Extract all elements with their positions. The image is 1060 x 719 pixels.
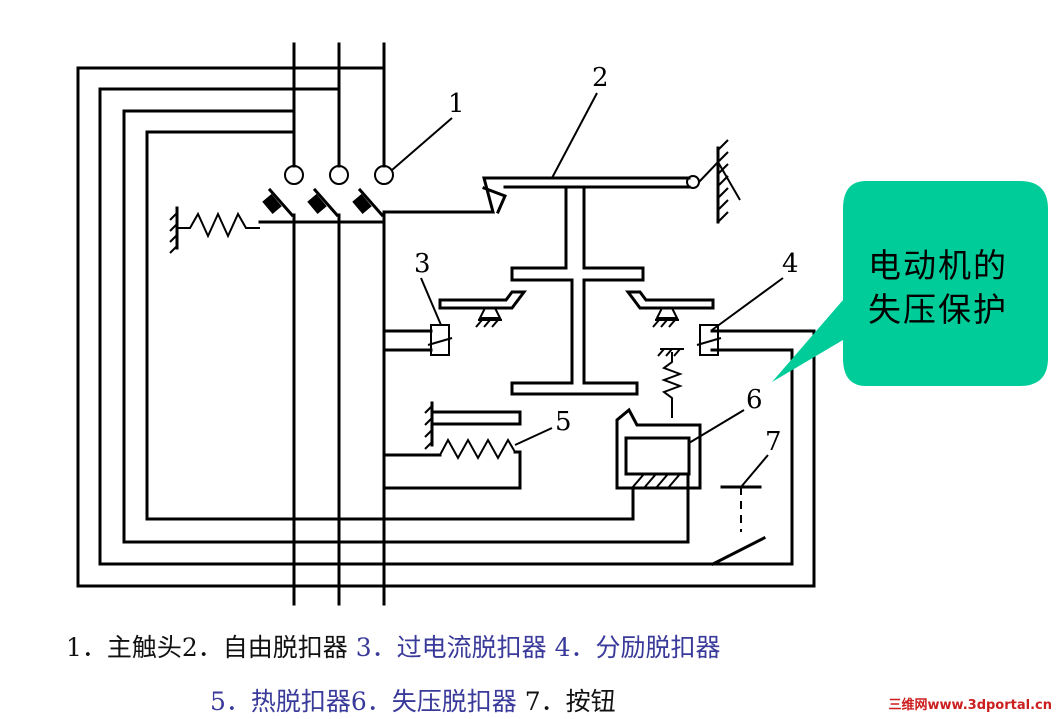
overcurrent-trip-coil xyxy=(382,324,453,457)
thermal-trip xyxy=(382,401,522,490)
label-4: 4 xyxy=(782,249,799,279)
label-2: 2 xyxy=(592,63,609,93)
watermark: 三维网www.3dportal.cn xyxy=(888,698,1052,713)
outer-wiring-loops xyxy=(76,66,816,588)
label-7: 7 xyxy=(765,427,782,457)
label-5: 5 xyxy=(555,407,572,437)
caption-line-2: 5．热脱扣器6．失压脱扣器 7．按钮 xyxy=(210,682,616,718)
label-1: 1 xyxy=(448,89,465,119)
caption-line-1: 1．主触头2．自由脱扣器 3．过电流脱扣器 4．分励脱扣器 xyxy=(66,628,721,664)
free-trip-mechanism xyxy=(473,139,741,396)
callout-bubble xyxy=(772,181,1048,386)
main-contacts xyxy=(262,158,394,218)
main-spring xyxy=(169,206,477,254)
right-latch xyxy=(625,290,715,328)
leader-lines xyxy=(391,92,784,488)
caption-1-black: 1．主触头2．自由脱扣器 xyxy=(66,633,348,662)
caption-1-blue: 3．过电流脱扣器 4．分励脱扣器 xyxy=(347,633,721,662)
callout-text: 电动机的 失压保护 xyxy=(868,244,1038,332)
left-latch xyxy=(438,290,527,328)
caption-2-black: 7．按钮 xyxy=(516,687,616,716)
callout-line-2: 失压保护 xyxy=(868,290,1008,329)
shunt-trip-coil xyxy=(696,324,722,356)
label-3: 3 xyxy=(414,249,431,279)
undervoltage-trip xyxy=(615,348,702,490)
label-6: 6 xyxy=(746,385,763,415)
caption-2-blue: 5．热脱扣器6．失压脱扣器 xyxy=(210,687,517,716)
callout-line-1: 电动机的 xyxy=(868,246,1008,285)
push-button xyxy=(710,485,767,567)
